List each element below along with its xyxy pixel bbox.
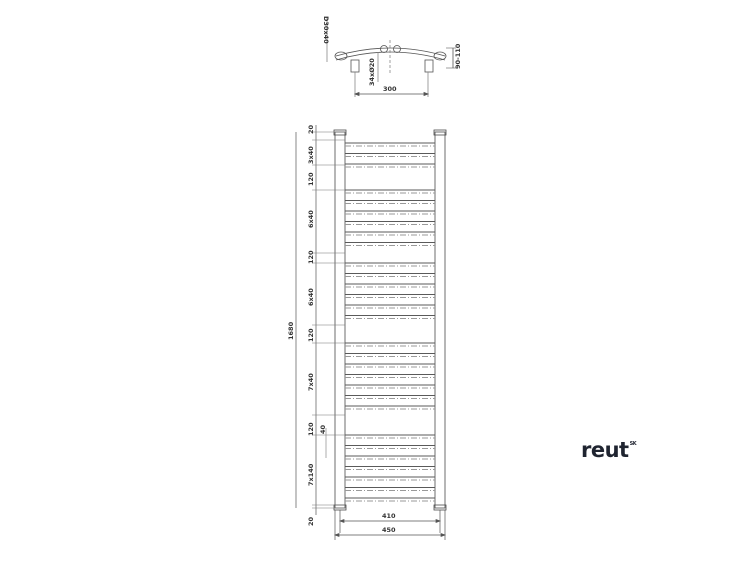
brand-logo: reutSK [581,438,637,462]
left-dimension-label: 120 [307,328,315,342]
top-view [326,17,456,97]
left-dimension-label: 6x40 [307,210,315,228]
left-dimension-label: 3x40 [307,146,315,164]
left-dimension-label: 120 [307,172,315,186]
left-dimension-label: 7x140 [307,463,315,486]
pipe-label: 34xØ20 [368,58,376,86]
inner-width-label: 410 [382,512,396,520]
left-dimension-label: 7x40 [307,373,315,391]
front-view [333,129,447,511]
logo-text: reut [581,438,629,462]
left-dimension-label: 6x40 [307,288,315,306]
bottom-dimensions [334,510,446,540]
outer-width-label: 450 [382,526,396,534]
left-dimension-label: 120 [307,422,315,436]
left-dimension-label: 120 [307,250,315,264]
left-dimension-label: 20 [307,516,315,526]
radiator-bars [345,142,435,502]
axis-spacing-label: 300 [383,85,397,93]
left-dimension-label: 20 [307,124,315,134]
wall-distance-label: 90-110 [454,43,462,69]
inner-dimension-label: 40 [319,424,327,434]
logo-mark: SK [629,441,637,447]
depth-label: D30x40 [322,16,330,44]
total-height-label: 1680 [287,321,295,340]
